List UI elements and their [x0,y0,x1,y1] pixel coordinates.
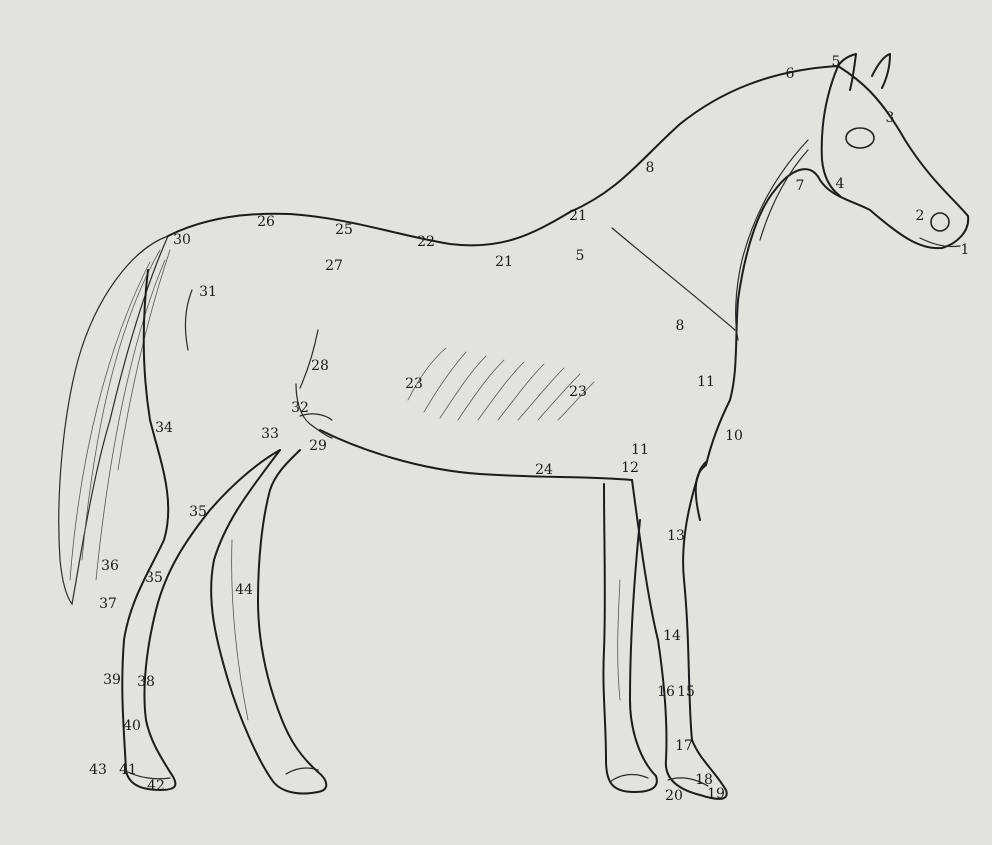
figure-label: 41 [119,763,137,777]
figure-label: 43 [89,763,107,777]
ear-right [872,54,890,88]
eye [846,128,874,148]
figure-label: 3 [886,111,895,125]
figure-label: 22 [417,235,435,249]
figure-label: 20 [665,789,683,803]
figure-label: 18 [695,773,713,787]
figure-label: 21 [495,255,513,269]
figure-label: 1 [961,243,970,257]
figure-label: 33 [261,427,279,441]
figure-label: 6 [786,67,795,81]
figure-label: 16 [657,685,675,699]
figure-label: 15 [677,685,695,699]
shoulder-line [612,228,735,330]
figure-label: 10 [725,429,743,443]
figure-label: 14 [663,629,681,643]
nostril [931,213,949,231]
figure-label: 23 [569,385,587,399]
figure-label: 42 [147,779,165,793]
tail [59,236,168,604]
figure-label: 11 [631,443,649,457]
front-leg-tendon [618,580,620,700]
figure-label: 21 [569,209,587,223]
figure-label: 12 [621,461,639,475]
hind-leg-tendon [232,540,248,720]
figure-label: 27 [325,259,343,273]
figure-label: 8 [676,319,685,333]
hind-leg-far [211,450,326,794]
rib-lines [408,348,594,420]
figure-label: 13 [667,529,685,543]
figure-label: 19 [707,787,725,801]
figure-label: 38 [137,675,155,689]
figure-label: 34 [155,421,173,435]
figure-label: 40 [123,719,141,733]
figure-label: 39 [103,673,121,687]
figure-label: 25 [335,223,353,237]
figure-label: 44 [235,583,253,597]
belly-outline [320,430,632,480]
figure-label: 26 [257,215,275,229]
figure-label: 4 [836,177,845,191]
figure-label: 7 [796,179,805,193]
hind-leg-near [122,270,280,790]
figure-label: 24 [535,463,553,477]
hip-line [185,290,192,350]
hoof-far-fore [610,775,648,782]
hoof-far-hind [286,768,318,774]
figure-label: 5 [576,249,585,263]
figure-label: 36 [101,559,119,573]
figure-label: 8 [646,161,655,175]
figure-label: 35 [189,505,207,519]
figure-label: 29 [309,439,327,453]
figure-label: 11 [697,375,715,389]
figure-label: 32 [291,401,309,415]
figure-label: 2 [916,209,925,223]
front-leg-far [603,484,656,792]
figure-label: 37 [99,597,117,611]
figure-label: 35 [145,571,163,585]
figure-label: 23 [405,377,423,391]
figure-label: 31 [199,285,217,299]
figure-label: 28 [311,359,329,373]
body-outline [168,66,968,520]
figure-label: 5 [832,55,841,69]
figure-label: 17 [675,739,693,753]
figure-label: 30 [173,233,191,247]
